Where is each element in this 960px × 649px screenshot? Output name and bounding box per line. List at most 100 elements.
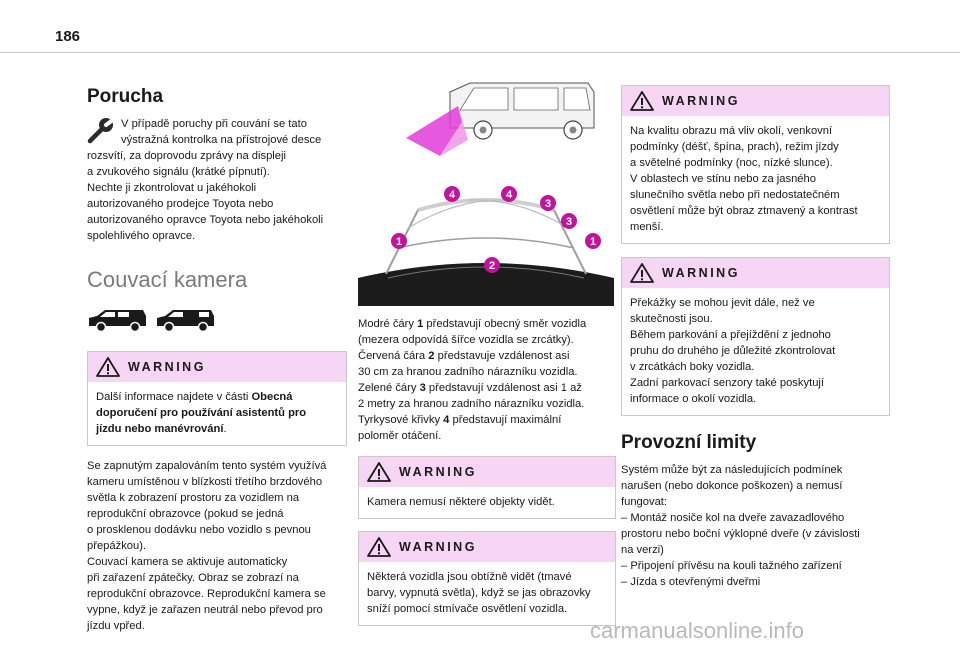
- warning-line: informace o okolí vozidla.: [630, 393, 757, 405]
- warning-triangle-icon: [96, 357, 120, 377]
- warning-box: WARNING Na kvalitu obrazu má vliv okolí,…: [621, 85, 890, 244]
- desc-text: Tyrkysové křivky: [358, 414, 444, 426]
- warning-triangle-icon: [367, 537, 391, 557]
- desc-number: 3: [419, 382, 426, 394]
- desc-text: poloměr otáčení.: [358, 430, 442, 442]
- body-line: při zařazení zpátečky. Obraz se zobrazí …: [87, 572, 299, 584]
- desc-number: 2: [428, 350, 435, 362]
- warning-line: V oblastech ve stínu nebo za jasného: [630, 173, 816, 185]
- guide-marker: 4: [501, 186, 517, 202]
- warning-header: WARNING: [622, 86, 889, 116]
- warning-line: sníží pomocí stmívače osvětlení vozidla.: [367, 603, 568, 615]
- warning-line: a světelné podmínky (noc, nízké slunce).: [630, 157, 833, 169]
- warning-line: Některá vozidla jsou obtížně vidět (tmav…: [367, 571, 572, 583]
- warning-line: skutečnosti jsou.: [630, 313, 713, 325]
- limits-line: – Montáž nosiče kol na dveře zavazadlové…: [621, 512, 845, 524]
- warning-line: pruhu do druhého je důležité zkontrolova…: [630, 345, 836, 357]
- fault-line: Nechte ji zkontrolovat u jakéhokoli: [87, 182, 257, 194]
- warning-text: Na kvalitu obrazu má vliv okolí, venkovn…: [622, 116, 889, 243]
- fault-line: a zvukového signálu (krátké pípnutí).: [87, 166, 270, 178]
- guide-marker: 4: [444, 186, 460, 202]
- fault-line: rozsvítí, za doprovodu zprávy na displej…: [87, 150, 286, 162]
- warning-line: v zrcátkách boky vozidla.: [630, 361, 755, 373]
- warning-triangle-icon: [367, 462, 391, 482]
- fault-heading: Porucha: [87, 86, 164, 107]
- warning-triangle-icon: [630, 263, 654, 283]
- right-column: WARNING Na kvalitu obrazu má vliv okolí,…: [621, 85, 890, 590]
- desc-text: Červená čára: [358, 350, 429, 362]
- limits-line: – Připojení přívěsu na kouli tažného zař…: [621, 560, 842, 572]
- warning-triangle-icon: [630, 91, 654, 111]
- guide-marker: 2: [484, 257, 500, 273]
- guide-marker: 1: [391, 233, 407, 249]
- warning-title: WARNING: [662, 266, 740, 280]
- warning-text: Překážky se mohou jevit dále, než ve sku…: [622, 288, 889, 415]
- camera-zone-shape: [406, 106, 468, 156]
- panel-van-icon: [157, 310, 214, 333]
- fault-line: autorizovaného opravce Toyota nebo jakéh…: [87, 214, 324, 226]
- limits-line: prostoru nebo boční výklopné dveře (v zá…: [621, 528, 860, 540]
- guide-description: Modré čáry 1 představují obecný směr voz…: [358, 316, 616, 444]
- top-divider: [0, 52, 960, 53]
- desc-text: představují obecný směr vozidla: [423, 318, 587, 330]
- warning-header: WARNING: [88, 352, 346, 382]
- marker-label: 1: [590, 236, 596, 248]
- fault-line: V případě poruchy při couvání se tato: [121, 118, 307, 130]
- warning-line: Překážky se mohou jevit dále, než ve: [630, 297, 815, 309]
- desc-number: 4: [443, 414, 450, 426]
- warning-line: Na kvalitu obrazu má vliv okolí, venkovn…: [630, 125, 833, 137]
- limits-line: Systém může být za následujících podmíne…: [621, 464, 843, 476]
- warning-header: WARNING: [359, 457, 615, 487]
- marker-label: 1: [396, 236, 402, 248]
- warning-title: WARNING: [399, 465, 477, 479]
- fault-line: spolehlivého opravce.: [87, 230, 196, 242]
- fault-section: V případě poruchy při couvání se tato vý…: [87, 116, 347, 244]
- warning-box: WARNING Některá vozidla jsou obtížně vid…: [358, 531, 616, 626]
- warning-box: WARNING Překážky se mohou jevit dále, ne…: [621, 257, 890, 416]
- vehicle-icons: [87, 307, 347, 333]
- desc-text: představuje vzdálenost asi: [434, 350, 570, 362]
- body-line: Couvací kamera se aktivuje automaticky: [87, 556, 288, 568]
- body-line: přepážkou).: [87, 540, 147, 552]
- camera-guide-illustration: 1 1 2 3 3 4 4: [358, 82, 614, 306]
- body-line: kameru umístěnou v blízkosti třetího brz…: [87, 476, 323, 488]
- desc-text: představují maximální: [449, 414, 562, 426]
- limits-line: na verzi): [621, 544, 664, 556]
- page-number: 186: [55, 28, 81, 45]
- desc-text: (mezera odpovídá šířce vozidla se zrcátk…: [358, 334, 574, 346]
- guide-marker: 3: [561, 213, 577, 229]
- marker-label: 3: [545, 198, 551, 210]
- body-line: reprodukční obrazovce (pokud se jedná: [87, 508, 284, 520]
- wrench-icon: [87, 117, 116, 144]
- desc-text: 30 cm za hranou zadního nárazníku vozidl…: [358, 366, 578, 378]
- body-line: Se zapnutým zapalováním tento systém vyu…: [87, 460, 327, 472]
- left-column: Porucha V případě poruchy při couvání se…: [87, 86, 347, 634]
- fault-line: autorizovaného prodejce Toyota nebo: [87, 198, 274, 210]
- warning-text: Další informace najdete v části Obecná d…: [88, 382, 346, 445]
- fault-line: výstražná kontrolka na přístrojové desce: [121, 134, 322, 146]
- marker-label: 3: [566, 216, 572, 228]
- body-line: o prosklenou dodávku nebo vozidlo s pevn…: [87, 524, 311, 536]
- watermark: carmanualsonline.info: [590, 618, 805, 643]
- marker-label: 2: [489, 260, 495, 272]
- camera-screen: [358, 170, 614, 306]
- warning-text-part: .: [223, 423, 227, 435]
- desc-text: 2 metry za hranou zadního nárazníku vozi…: [358, 398, 585, 410]
- guide-marker: 3: [540, 195, 556, 211]
- warning-text-bold: Obecná: [251, 391, 293, 403]
- warning-title: WARNING: [128, 360, 206, 374]
- warning-text: Kamera nemusí některé objekty vidět.: [359, 487, 615, 518]
- warning-title: WARNING: [399, 540, 477, 554]
- warning-line: slunečního světla nebo při nedostatečném: [630, 189, 840, 201]
- body-line: vypne, když je zařazen neutrál nebo přev…: [87, 604, 323, 616]
- camera-heading: Couvací kamera: [87, 267, 248, 292]
- warning-line: Zadní parkovací senzory také poskytují: [630, 377, 825, 389]
- warning-header: WARNING: [622, 258, 889, 288]
- van-drawing: [449, 82, 595, 140]
- marker-label: 4: [506, 189, 513, 201]
- limits-text: Systém může být za následujících podmíne…: [621, 462, 890, 590]
- limits-heading: Provozní limity: [621, 432, 757, 453]
- warning-line: barvy, vypnutá světla), když se jas obra…: [367, 587, 591, 599]
- guide-marker: 1: [585, 233, 601, 249]
- marker-label: 4: [449, 189, 456, 201]
